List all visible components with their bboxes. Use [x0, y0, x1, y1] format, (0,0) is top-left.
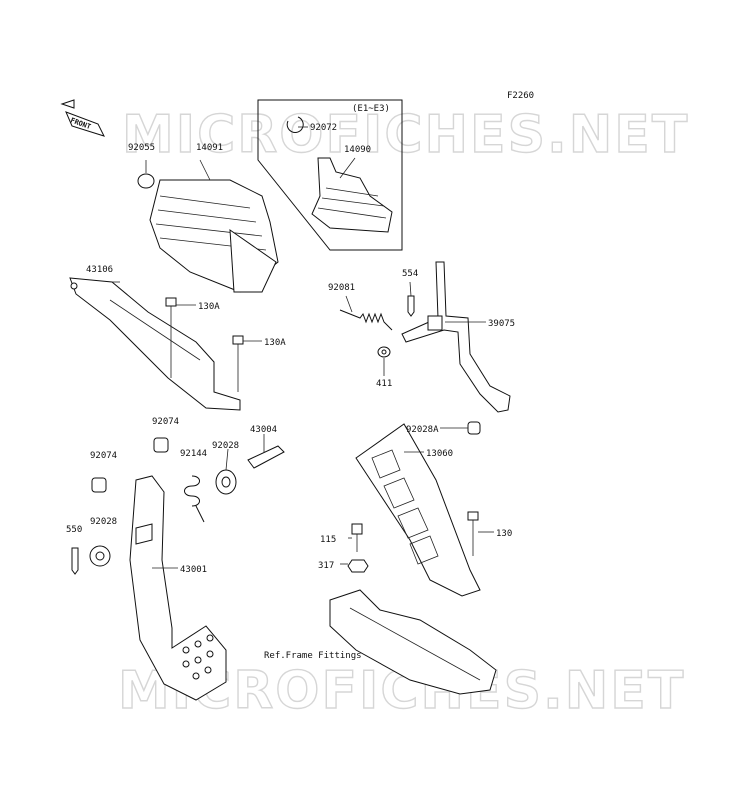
callout-43001: 43001 [180, 565, 207, 575]
brake-pedal-43001-part [129, 475, 227, 701]
callout-92081: 92081 [328, 283, 355, 293]
bolt-130-part [467, 511, 479, 556]
callout-43106: 43106 [86, 265, 113, 275]
washer-411-part [377, 346, 391, 376]
pin-43004-part [247, 445, 285, 469]
callout-92074-lower: 92074 [90, 451, 117, 461]
callout-554: 554 [402, 269, 418, 279]
callout-92074-upper: 92074 [152, 417, 179, 427]
watermark-top: MICROFICHES.NET [122, 105, 689, 165]
callout-92072: 92072 [310, 123, 337, 133]
figure-code: F2260 [507, 91, 534, 101]
callout-130a-upper: 130A [198, 302, 220, 312]
callout-43004: 43004 [250, 425, 277, 435]
callout-39075: 39075 [488, 319, 515, 329]
nut-317-part [347, 559, 369, 573]
callout-92055: 92055 [128, 143, 155, 153]
cap-92074-lower-part [91, 477, 107, 493]
shift-boot-main-part [149, 159, 279, 293]
clip-ring-part [286, 116, 308, 133]
o-ring-part [137, 160, 155, 189]
pin-554-part [407, 295, 415, 317]
callout-92028-upper: 92028 [212, 441, 239, 451]
cap-92074-upper-part [153, 437, 169, 453]
spring-92081-part [339, 295, 393, 331]
callout-92144: 92144 [180, 449, 207, 459]
callout-14091: 14091 [196, 143, 223, 153]
ref-frame-fittings-note: Ref.Frame Fittings [264, 651, 362, 661]
parking-lever-part [69, 277, 241, 411]
bolt-130a-upper-part [165, 297, 177, 378]
leader-lines [112, 281, 494, 569]
callout-13060: 13060 [426, 449, 453, 459]
callout-317: 317 [318, 561, 334, 571]
bushing-92028-upper-part [215, 469, 237, 495]
floor-plate-13060-part [355, 423, 481, 597]
front-arrow-icon: FRONT [60, 99, 105, 137]
shaft-39075-part [401, 261, 511, 413]
callout-92028a: 92028A [406, 425, 439, 435]
frame-fitting-part [329, 589, 497, 695]
bolt-130a-lower-part [232, 335, 244, 392]
shift-boot-inset-part [311, 157, 393, 233]
bushing-92028a-part [467, 421, 481, 435]
spring-92144-part [184, 475, 205, 523]
callout-115: 115 [320, 535, 336, 545]
callout-550: 550 [66, 525, 82, 535]
pin-550-part [71, 547, 79, 575]
bushing-92028-lower-part [89, 545, 111, 567]
inset-label: (E1~E3) [352, 104, 390, 114]
bolt-115-part [351, 523, 363, 552]
inset-box: (E1~E3) [257, 99, 403, 251]
callout-130: 130 [496, 529, 512, 539]
callout-411: 411 [376, 379, 392, 389]
callout-92028-lower: 92028 [90, 517, 117, 527]
callout-14090: 14090 [344, 145, 371, 155]
callout-130a-lower: 130A [264, 338, 286, 348]
